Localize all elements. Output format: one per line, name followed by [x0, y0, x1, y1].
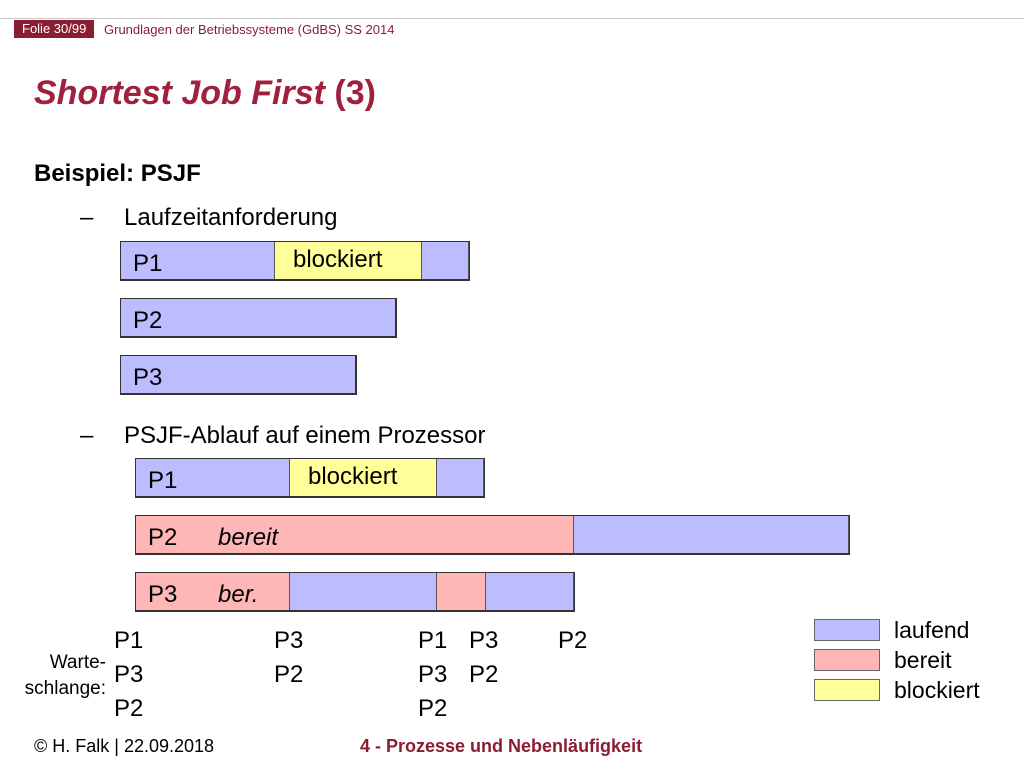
bullet-request: – Laufzeitanforderung — [80, 204, 338, 232]
schedule-p3-ready-label: ber. — [218, 581, 259, 608]
queue-entry: P3 — [469, 627, 499, 654]
schedule-p2-running — [574, 516, 849, 553]
queue-entry: P1 — [418, 627, 448, 654]
queue-entry: P2 — [469, 661, 499, 688]
bullet-dash: – — [80, 204, 94, 231]
request-p1-blocked — [275, 242, 422, 279]
queue-label-line2: schlange: — [24, 678, 106, 699]
schedule-p2-ready-label: bereit — [218, 524, 279, 551]
queue-entry: P2 — [274, 661, 304, 688]
schedule-p1-blocked — [290, 459, 437, 496]
request-p2-label: P2 — [133, 307, 163, 334]
queue-column-5: P2 — [558, 624, 587, 658]
request-bar-p2: P2 — [120, 298, 397, 338]
bullet-schedule: – PSJF-Ablauf auf einem Prozessor — [80, 422, 486, 450]
bullet-schedule-text: PSJF-Ablauf auf einem Prozessor — [124, 422, 486, 449]
bullet-request-text: Laufzeitanforderung — [124, 204, 338, 231]
queue-entry: P3 — [274, 627, 304, 654]
schedule-p3-label: P3 — [148, 581, 178, 608]
schedule-p1-running-1 — [136, 459, 290, 496]
schedule-p1-label: P1 — [148, 467, 178, 494]
footer-author: © H. Falk | 22.09.2018 — [34, 736, 215, 756]
queue-entry: P2 — [114, 695, 144, 722]
queue-entry: P3 — [114, 661, 144, 688]
slide-title-main: Shortest Job First — [34, 74, 325, 112]
legend-running-label: laufend — [894, 617, 970, 643]
queue-entry: P3 — [418, 661, 448, 688]
course-title: Grundlagen der Betriebssysteme (GdBS) SS… — [104, 22, 395, 37]
schedule-p2-ready — [136, 516, 574, 553]
request-p1-blocked-label: blockiert — [293, 246, 383, 273]
schedule-p2-label: P2 — [148, 524, 178, 551]
request-p1-label: P1 — [133, 250, 163, 277]
queue-label-line1: Warte- — [49, 652, 106, 673]
footer-chapter: 4 - Prozesse und Nebenläufigkeit — [360, 736, 643, 756]
legend-ready-swatch — [814, 649, 880, 671]
queue-column-2: P3 P2 — [274, 624, 303, 692]
schedule-p1-running-2 — [437, 459, 484, 496]
bullet-dash: – — [80, 422, 94, 449]
slide-title: Shortest Job First (3) — [34, 74, 376, 113]
schedule-bar-p1: P1 blockiert — [135, 458, 485, 498]
queue-column-1: P1 P3 P2 — [114, 624, 143, 726]
schedule-p3-ready — [136, 573, 290, 610]
schedule-p3-preempted — [437, 573, 486, 610]
legend-running-swatch — [814, 619, 880, 641]
schedule-bar-p2: P2 bereit — [135, 515, 850, 555]
legend-blocked-swatch — [814, 679, 880, 701]
queue-column-3: P1 P3 P2 — [418, 624, 447, 726]
example-heading: Beispiel: PSJF — [34, 160, 201, 187]
legend-ready-label: bereit — [894, 647, 952, 673]
request-p1-running-2 — [422, 242, 469, 279]
schedule-p3-running-1 — [290, 573, 437, 610]
schedule-bar-p3: P3 ber. — [135, 572, 575, 612]
queue-entry: P1 — [114, 627, 144, 654]
request-p3-label: P3 — [133, 364, 163, 391]
schedule-p3-running-2 — [486, 573, 574, 610]
queue-entry: P2 — [418, 695, 448, 722]
request-bar-p3: P3 — [120, 355, 357, 395]
header-divider — [0, 18, 1024, 19]
legend-blocked-label: blockiert — [894, 677, 980, 703]
request-bar-p1: P1 blockiert — [120, 241, 470, 281]
queue-label: Warte- schlange: — [10, 650, 106, 702]
slide-title-suffix: (3) — [334, 74, 376, 112]
request-p1-running-1 — [121, 242, 275, 279]
queue-entry: P2 — [558, 627, 588, 654]
queue-column-4: P3 P2 — [469, 624, 498, 692]
slide-number-badge: Folie 30/99 — [14, 20, 95, 38]
schedule-p1-blocked-label: blockiert — [308, 463, 398, 490]
